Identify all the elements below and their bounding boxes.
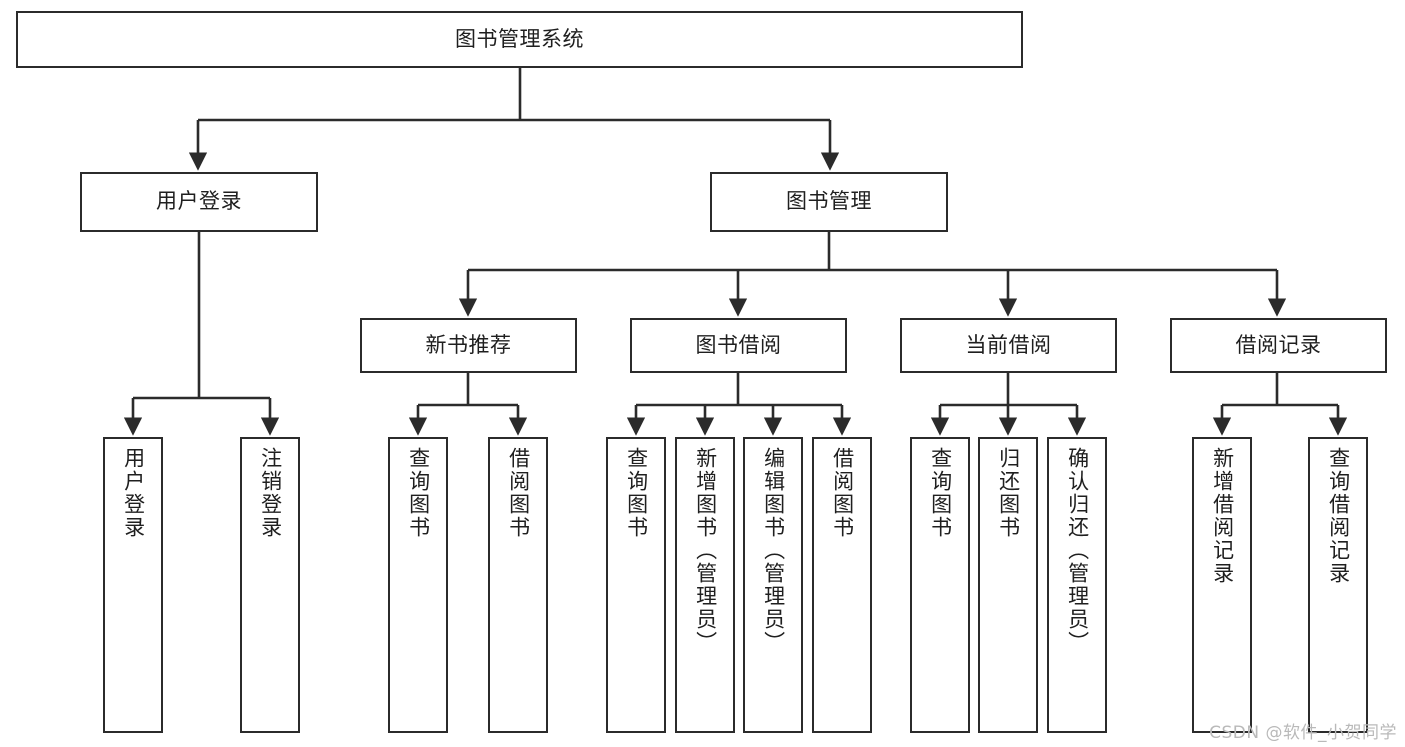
node-leaf-add-record[interactable]: 新增借阅记录	[1192, 437, 1252, 733]
node-leaf-query-record-label: 查询借阅记录	[1326, 447, 1351, 585]
node-leaf-query-book-3-label: 查询图书	[928, 447, 953, 539]
node-borrow-record-label: 借阅记录	[1235, 332, 1322, 357]
node-leaf-borrow-book-2-label: 借阅图书	[830, 447, 855, 539]
node-root[interactable]: 图书管理系统	[16, 11, 1023, 68]
node-leaf-query-book-2-label: 查询图书	[624, 447, 649, 539]
node-leaf-borrow-book-1[interactable]: 借阅图书	[488, 437, 548, 733]
node-book-management-label: 图书管理	[786, 189, 872, 214]
node-current-borrow-label: 当前借阅	[965, 332, 1052, 357]
node-leaf-query-record[interactable]: 查询借阅记录	[1308, 437, 1368, 733]
node-leaf-confirm-return[interactable]: 确认归还（管理员）	[1047, 437, 1107, 733]
node-leaf-edit-book[interactable]: 编辑图书（管理员）	[743, 437, 803, 733]
node-leaf-edit-book-label: 编辑图书（管理员）	[761, 447, 786, 654]
node-leaf-borrow-book-1-label: 借阅图书	[506, 447, 531, 539]
node-leaf-confirm-return-label: 确认归还（管理员）	[1065, 447, 1090, 654]
node-leaf-user-login-label: 用户登录	[121, 447, 146, 539]
node-root-label: 图书管理系统	[455, 26, 584, 51]
node-book-borrow[interactable]: 图书借阅	[630, 318, 847, 373]
node-book-borrow-label: 图书借阅	[695, 332, 782, 357]
node-leaf-return-book[interactable]: 归还图书	[978, 437, 1038, 733]
node-leaf-query-book-1-label: 查询图书	[406, 447, 431, 539]
node-user-login[interactable]: 用户登录	[80, 172, 318, 232]
node-new-book-recommend[interactable]: 新书推荐	[360, 318, 577, 373]
node-leaf-query-book-3[interactable]: 查询图书	[910, 437, 970, 733]
node-leaf-logout[interactable]: 注销登录	[240, 437, 300, 733]
node-leaf-add-book[interactable]: 新增图书（管理员）	[675, 437, 735, 733]
node-leaf-borrow-book-2[interactable]: 借阅图书	[812, 437, 872, 733]
node-current-borrow[interactable]: 当前借阅	[900, 318, 1117, 373]
node-leaf-add-record-label: 新增借阅记录	[1210, 447, 1235, 585]
node-leaf-user-login[interactable]: 用户登录	[103, 437, 163, 733]
node-user-login-label: 用户登录	[156, 189, 242, 214]
node-book-management[interactable]: 图书管理	[710, 172, 948, 232]
node-leaf-add-book-label: 新增图书（管理员）	[693, 447, 718, 654]
node-leaf-logout-label: 注销登录	[258, 447, 283, 539]
watermark: CSDN @软件_小贺同学	[1209, 723, 1397, 743]
node-borrow-record[interactable]: 借阅记录	[1170, 318, 1387, 373]
node-new-book-recommend-label: 新书推荐	[425, 332, 512, 357]
node-leaf-return-book-label: 归还图书	[996, 447, 1021, 539]
node-leaf-query-book-2[interactable]: 查询图书	[606, 437, 666, 733]
node-leaf-query-book-1[interactable]: 查询图书	[388, 437, 448, 733]
